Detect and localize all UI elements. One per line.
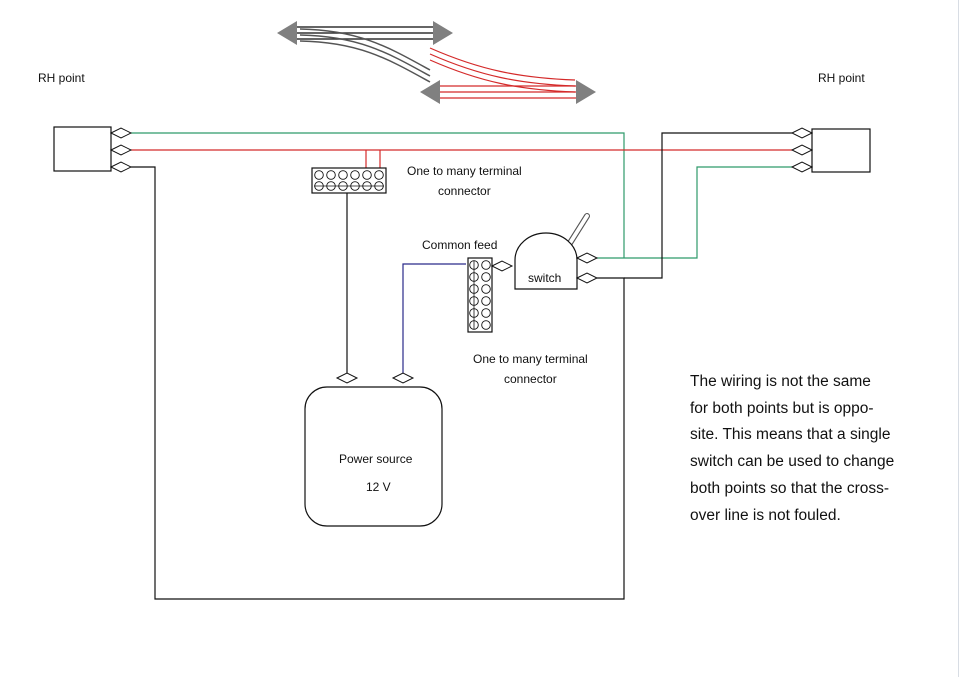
left-point-box xyxy=(53,126,112,172)
upper-track xyxy=(295,26,435,40)
page-edge-divider xyxy=(958,0,959,677)
red-wire xyxy=(131,149,792,168)
lower-track xyxy=(440,85,578,99)
power-terminal-left xyxy=(335,372,359,384)
note-line: site. This means that a single xyxy=(690,426,891,444)
left-point-label: RH point xyxy=(38,71,85,85)
mid-connector-label-line2: connector xyxy=(504,372,557,386)
common-feed-terminal xyxy=(490,260,514,272)
green-wire-right xyxy=(597,166,792,259)
toggle-switch xyxy=(514,213,599,290)
note-line: for both points but is oppo- xyxy=(690,399,874,417)
arrowhead-right-upper xyxy=(433,21,453,45)
power-source-label: Power source xyxy=(339,452,413,466)
mid-connector-label-line1: One to many terminal xyxy=(473,352,588,366)
blue-wire-common-feed xyxy=(402,263,466,373)
note-line: over line is not fouled. xyxy=(690,506,841,524)
arrowhead-left-upper xyxy=(277,21,297,45)
right-point-terminals xyxy=(790,127,814,173)
explanation-note: The wiring is not the same for both poin… xyxy=(690,369,930,529)
note-line: switch can be used to change xyxy=(690,453,895,471)
switch-terminal-bottom xyxy=(575,272,599,284)
top-terminal-connector xyxy=(311,167,387,194)
power-source xyxy=(304,372,443,527)
arrowhead-left-lower xyxy=(420,80,440,104)
common-feed-connector xyxy=(467,257,514,333)
black-wire-right-point xyxy=(624,132,792,279)
left-point-terminals xyxy=(109,127,133,173)
arrowhead-right-lower xyxy=(576,80,596,104)
note-line: both points so that the cross- xyxy=(690,479,890,497)
crossover-track-illustration xyxy=(277,21,596,104)
black-wire-return-loop xyxy=(131,166,625,600)
top-connector-label-line1: One to many terminal xyxy=(407,164,522,178)
switch-label: switch xyxy=(528,271,561,285)
power-source-voltage: 12 V xyxy=(366,480,391,494)
right-point-box xyxy=(811,128,871,173)
note-line: The wiring is not the same xyxy=(690,373,871,390)
top-connector-label-line2: connector xyxy=(438,184,491,198)
crossover-rails xyxy=(299,28,576,93)
right-point-label: RH point xyxy=(818,71,865,85)
power-terminal-right xyxy=(391,372,415,384)
switch-terminal-top xyxy=(575,252,599,264)
common-feed-label: Common feed xyxy=(422,238,497,252)
green-wire-left xyxy=(131,132,625,258)
